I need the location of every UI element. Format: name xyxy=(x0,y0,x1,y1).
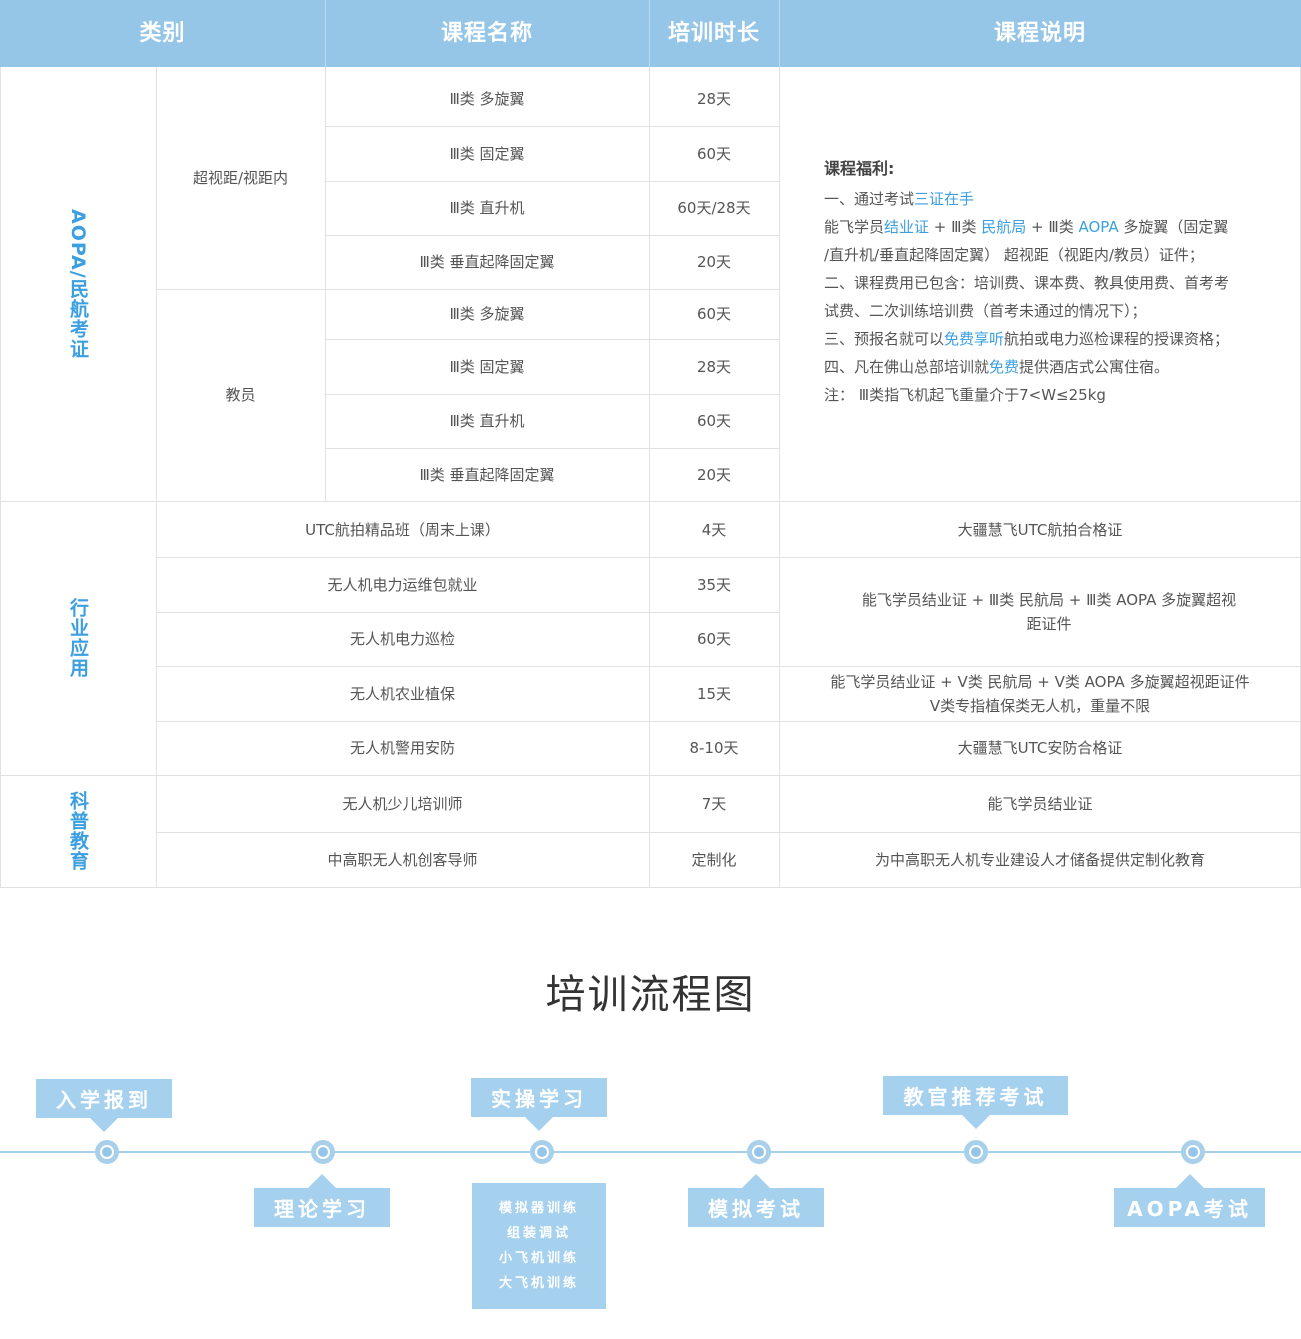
course-description: 为中高职无人机专业建设人才储备提供定制化教育 xyxy=(874,850,1205,869)
course-description: 能飞学员结业证 + Ⅴ类 民航局 + Ⅴ类 AOPA 多旋翼超视距证件 Ⅴ类专指… xyxy=(830,672,1250,715)
timeline-dot xyxy=(311,1140,335,1164)
practice-item: 组装调试 xyxy=(506,1226,571,1241)
course-duration: 60天 xyxy=(696,305,732,323)
step-enroll: 入学报到 xyxy=(36,1079,172,1132)
course-duration: 60天/28天 xyxy=(677,199,751,217)
course-duration: 20天 xyxy=(696,465,732,484)
course-duration: 28天 xyxy=(696,90,732,108)
benefits-title: 课程福利: xyxy=(824,159,895,178)
course-duration: 35天 xyxy=(696,575,732,594)
subgroup-instructor: 教员 xyxy=(225,386,256,404)
timeline-dot xyxy=(530,1140,554,1164)
course-name: 无人机电力巡检 xyxy=(349,630,455,648)
flow-title: 培训流程图 xyxy=(545,972,756,1018)
course-duration: 28天 xyxy=(696,357,732,376)
group-science: 科普教育 xyxy=(0,775,156,887)
course-name: Ⅲ类 垂直起降固定翼 xyxy=(419,465,555,484)
course-name: Ⅲ类 固定翼 xyxy=(449,144,525,163)
group-industry: 行业应用 xyxy=(0,501,156,775)
course-name: 无人机电力运维包就业 xyxy=(327,575,478,594)
header-course-name: 课程名称 xyxy=(325,0,649,67)
step-instructor-recommend: 教官推荐考试 xyxy=(883,1076,1068,1129)
course-duration: 4天 xyxy=(701,520,727,539)
course-name: UTC航拍精品班（周末上课） xyxy=(305,520,500,539)
step-mock-exam: 模拟考试 xyxy=(688,1174,824,1227)
course-duration: 7天 xyxy=(701,795,727,813)
group-aopa-label: AOPA/民航考证 xyxy=(67,209,89,359)
timeline-dot xyxy=(964,1140,988,1164)
aopa-description: 课程福利: 一、通过考试三证在手 能飞学员结业证 + Ⅲ类 民航局 + Ⅲ类 A… xyxy=(824,155,1269,409)
course-duration: 8-10天 xyxy=(689,739,739,757)
timeline-dot xyxy=(1181,1140,1205,1164)
course-description: 大疆慧飞UTC安防合格证 xyxy=(957,739,1123,757)
practice-item: 小飞机训练 xyxy=(498,1251,579,1266)
step-theory: 理论学习 xyxy=(254,1174,390,1227)
group-aopa: AOPA/民航考证 xyxy=(0,67,156,501)
course-duration: 定制化 xyxy=(691,850,737,869)
course-name: Ⅲ类 直升机 xyxy=(449,199,525,217)
course-duration: 15天 xyxy=(696,684,732,703)
course-name: 无人机少儿培训师 xyxy=(342,795,463,813)
course-table: 类别 课程名称 培训时长 课程说明 AOPA/民航考证 行业应用 科普教育 超视… xyxy=(0,0,1301,888)
practice-item: 模拟器训练 xyxy=(498,1201,579,1216)
step-practice: 实操学习 xyxy=(471,1078,607,1131)
timeline-dot xyxy=(747,1140,771,1164)
timeline-dot xyxy=(95,1140,119,1164)
practice-items: 模拟器训练 组装调试 小飞机训练 大飞机训练 xyxy=(472,1183,606,1309)
course-description: 能飞学员结业证 + Ⅲ类 民航局 + Ⅲ类 AOPA 多旋翼超视 距证件 xyxy=(861,591,1237,633)
course-description: 大疆慧飞UTC航拍合格证 xyxy=(957,520,1123,539)
course-duration: 60天 xyxy=(696,630,732,648)
course-duration: 60天 xyxy=(696,144,732,163)
header-description: 课程说明 xyxy=(779,0,1301,67)
course-name: Ⅲ类 固定翼 xyxy=(449,357,525,376)
header-category: 类别 xyxy=(0,0,325,67)
step-aopa-exam: AOPA考试 xyxy=(1114,1174,1265,1227)
course-name: Ⅲ类 多旋翼 xyxy=(449,305,525,323)
group-industry-label: 行业应用 xyxy=(67,598,89,678)
course-name: Ⅲ类 多旋翼 xyxy=(449,90,525,108)
course-duration: 60天 xyxy=(696,412,732,430)
course-name: 无人机警用安防 xyxy=(349,739,455,757)
course-description: 能飞学员结业证 xyxy=(987,795,1093,813)
course-name: Ⅲ类 垂直起降固定翼 xyxy=(419,253,555,271)
course-name: 无人机农业植保 xyxy=(349,684,455,703)
course-name: 中高职无人机创客导师 xyxy=(327,850,478,869)
subgroup-bvlos: 超视距/视距内 xyxy=(192,169,289,187)
course-name: Ⅲ类 直升机 xyxy=(449,412,525,430)
timeline xyxy=(0,1151,1301,1153)
practice-item: 大飞机训练 xyxy=(498,1276,579,1291)
group-science-label: 科普教育 xyxy=(67,791,89,871)
course-duration: 20天 xyxy=(696,253,732,271)
header-duration: 培训时长 xyxy=(649,0,779,67)
